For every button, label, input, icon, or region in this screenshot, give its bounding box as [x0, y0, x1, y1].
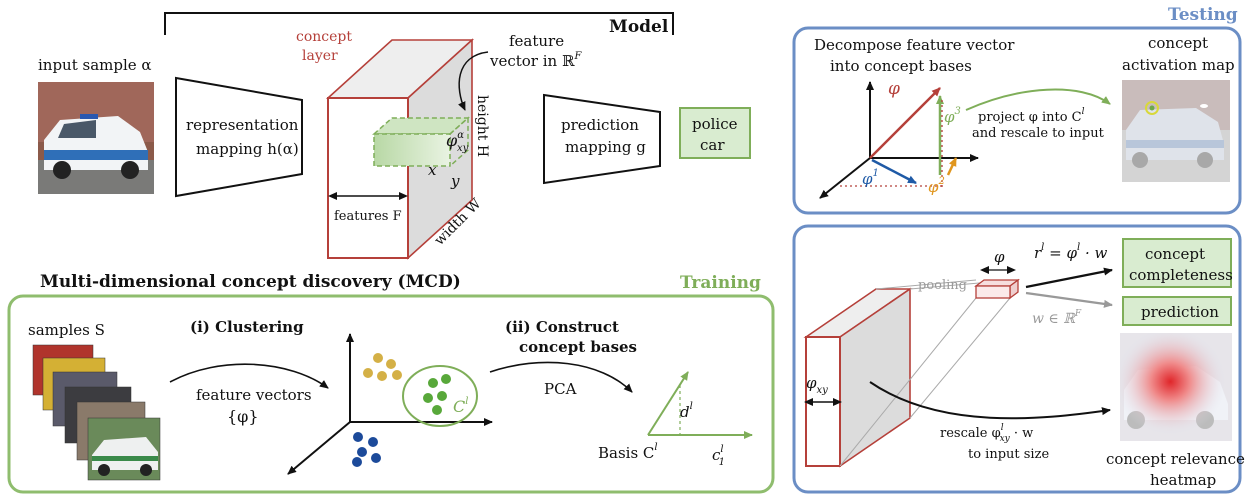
- features-label: features F: [334, 209, 402, 224]
- w-label: w ∈ ℝF: [1032, 309, 1082, 327]
- project-label-1: project φ into Cl: [978, 107, 1085, 125]
- d-label: dl: [680, 401, 693, 421]
- model-bracket: [164, 12, 674, 35]
- concept-layer-label-1: concept: [296, 29, 352, 45]
- basis-label: Basis Cl: [598, 442, 658, 462]
- representation-mapping-shape: [175, 76, 303, 198]
- relevance-box: [792, 224, 1242, 494]
- phi-xy-rel-label: φxy: [806, 374, 828, 396]
- construct-label-2: concept bases: [519, 338, 637, 356]
- samples-stack: [32, 344, 161, 481]
- completeness-label-2: completeness: [1129, 266, 1233, 284]
- heatmap-label-2: heatmap: [1150, 471, 1216, 489]
- decompose-label-1: Decompose feature vector: [814, 36, 1015, 54]
- completeness-box: [1122, 238, 1232, 288]
- feature-vectors-label-2: {φ}: [227, 407, 259, 426]
- feature-vector-pointer: [458, 51, 489, 111]
- pca-arrow: [489, 361, 633, 393]
- phi1-label: φ1: [862, 168, 879, 188]
- activation-map-image: [1122, 80, 1230, 182]
- representation-label-2: mapping h(α): [196, 140, 299, 158]
- decompose-label-2: into concept bases: [830, 57, 972, 75]
- testing-section: Testing Decompose feature vector into co…: [792, 5, 1242, 215]
- relevance-section: φxy pooling φ rl = φl · w w ∈ ℝF concept…: [792, 224, 1245, 494]
- output-box: [679, 107, 751, 159]
- y-label: y: [450, 172, 460, 190]
- feature-vectors-arrow: [169, 363, 329, 389]
- pca-label: PCA: [544, 380, 577, 398]
- input-sample-image: [38, 82, 154, 194]
- training-box: [7, 294, 775, 494]
- training-label: Training: [680, 273, 761, 293]
- clustering-label: (i) Clustering: [190, 318, 304, 336]
- activation-label-2: activation map: [1122, 56, 1235, 74]
- testing-label: Testing: [1168, 5, 1238, 25]
- concept-layer-label-2: layer: [302, 48, 338, 64]
- basis-vectors: [647, 371, 753, 439]
- testing-axes: [819, 81, 979, 199]
- cluster-ellipse: [402, 365, 478, 427]
- project-label-2: and rescale to input: [972, 126, 1105, 141]
- prediction-rel-label: prediction: [1141, 303, 1219, 321]
- output-label-2: car: [700, 136, 725, 154]
- phi-label: φ: [888, 79, 900, 99]
- representation-label-1: representation: [186, 116, 299, 134]
- r-equation: rl = φl · w: [1034, 242, 1107, 262]
- feature-vector-label-1: feature: [509, 32, 564, 50]
- phi2-label: φ2: [928, 176, 945, 196]
- feature-vectors-label-1: feature vectors: [196, 386, 312, 404]
- completeness-label-1: concept: [1145, 245, 1205, 263]
- cluster-yellow: [363, 353, 402, 381]
- phi3-label: φ3: [944, 106, 961, 126]
- x-label: x: [428, 161, 437, 179]
- mcd-title: Multi-dimensional concept discovery (MCD…: [40, 272, 461, 292]
- height-label: height H: [474, 95, 490, 157]
- testing-box: [792, 26, 1242, 215]
- pooling-label: pooling: [918, 278, 967, 293]
- relevance-layer-box: [803, 287, 913, 468]
- activation-label-1: concept: [1148, 34, 1208, 52]
- pooled-vector: [974, 278, 1020, 300]
- prediction-label-1: prediction: [561, 116, 639, 134]
- input-sample-label: input sample α: [38, 56, 152, 74]
- construct-label-1: (ii) Construct: [505, 318, 619, 336]
- prediction-label-2: mapping g: [565, 138, 646, 156]
- mcd-section: Multi-dimensional concept discovery (MCD…: [7, 272, 775, 494]
- prediction-arrow: [1025, 291, 1113, 308]
- rescale-label-2: to input size: [968, 447, 1049, 462]
- heatmap-image: [1120, 333, 1232, 441]
- model-section: Model input sample α representation mapp…: [38, 12, 751, 260]
- feature-vector-slab: [372, 116, 470, 167]
- cluster-blue: [352, 432, 381, 467]
- rescale-arrow: [869, 381, 1111, 420]
- pooling-lines: [839, 279, 1015, 467]
- output-label-1: police: [692, 115, 738, 133]
- completeness-arrow: [1025, 267, 1113, 289]
- project-arrow: [965, 88, 1111, 111]
- samples-label: samples S: [28, 321, 105, 339]
- prediction-mapping-shape: [543, 93, 661, 185]
- feature-vector-label-2: vector in ℝF: [489, 51, 582, 70]
- prediction-box: [1122, 296, 1232, 326]
- cluster-green: [423, 374, 451, 415]
- phi-vectors: [840, 87, 958, 190]
- model-title: Model: [609, 17, 669, 37]
- phi-rel-label: φ: [994, 248, 1005, 266]
- heatmap-label-1: concept relevance: [1106, 450, 1245, 468]
- cluster-label: Cl: [453, 396, 468, 416]
